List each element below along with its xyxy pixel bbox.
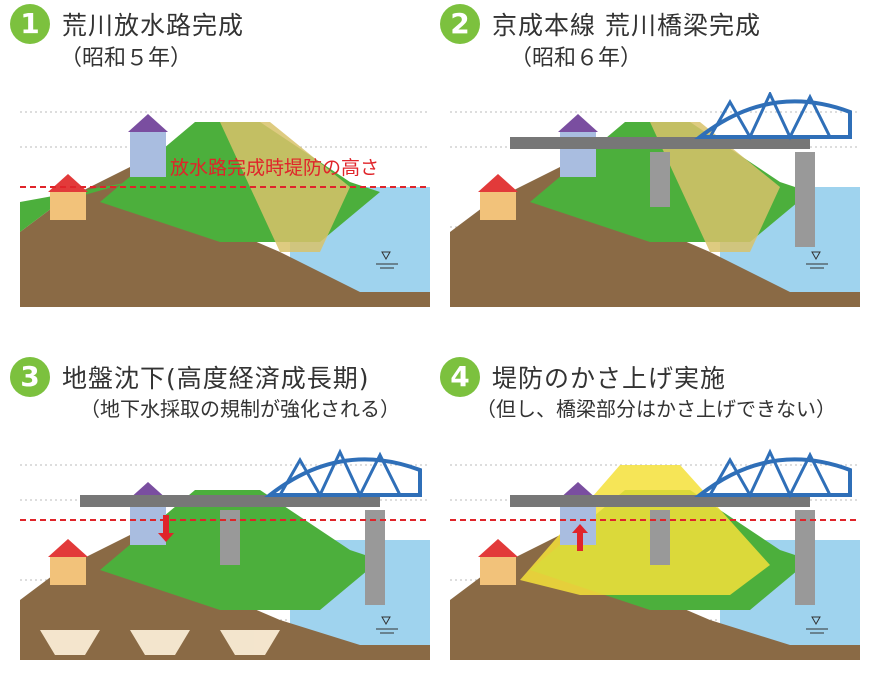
water-level-triangle-icon — [376, 251, 398, 269]
panel-1-subtitle: （昭和５年） — [60, 46, 193, 71]
panel-4-subtitle: （但し、橋梁部分はかさ上げできない） — [476, 397, 836, 421]
panel-4-illustration — [450, 448, 860, 660]
panel-3-title: 地盤沈下(高度経済成長期) — [62, 364, 370, 393]
bridge-pier — [795, 152, 815, 247]
panel-2-illustration — [450, 92, 860, 307]
panel-4: 4 堤防のかさ上げ実施 （但し、橋梁部分はかさ上げできない） — [440, 357, 860, 677]
panel-3: 3 地盤沈下(高度経済成長期) （地下水採取の規制が強化される） — [10, 357, 430, 677]
step-badge-1: 1 — [10, 4, 50, 44]
panel-2-subtitle: （昭和６年） — [510, 46, 643, 71]
up-arrow-icon — [572, 524, 588, 551]
bridge-truss — [694, 99, 852, 139]
panel-4-title: 堤防のかさ上げ実施 — [492, 364, 727, 393]
panel-2-title: 京成本線 荒川橋梁完成 — [492, 11, 761, 40]
panel-3-subtitle: （地下水採取の規制が強化される） — [80, 397, 400, 421]
raised-levee — [520, 465, 770, 595]
step-badge-3: 3 — [10, 357, 50, 397]
panel-1-title: 荒川放水路完成 — [62, 11, 245, 40]
down-arrow-icon — [158, 515, 174, 542]
panel-2: 2 京成本線 荒川橋梁完成 （昭和６年） — [440, 4, 860, 324]
levee-height-label: 放水路完成時堤防の高さ — [170, 157, 379, 179]
step-badge-4: 4 — [440, 357, 480, 397]
bridge-pier — [650, 152, 670, 207]
building — [130, 132, 166, 177]
bridge-deck — [510, 137, 810, 149]
step-badge-2: 2 — [440, 4, 480, 44]
panel-1-illustration: 放水路完成時堤防の高さ — [20, 111, 430, 307]
panel-3-illustration — [20, 448, 430, 660]
house — [50, 192, 86, 220]
panel-1: 1 荒川放水路完成 （昭和５年） 放水路完成時堤防の高さ — [10, 4, 430, 324]
